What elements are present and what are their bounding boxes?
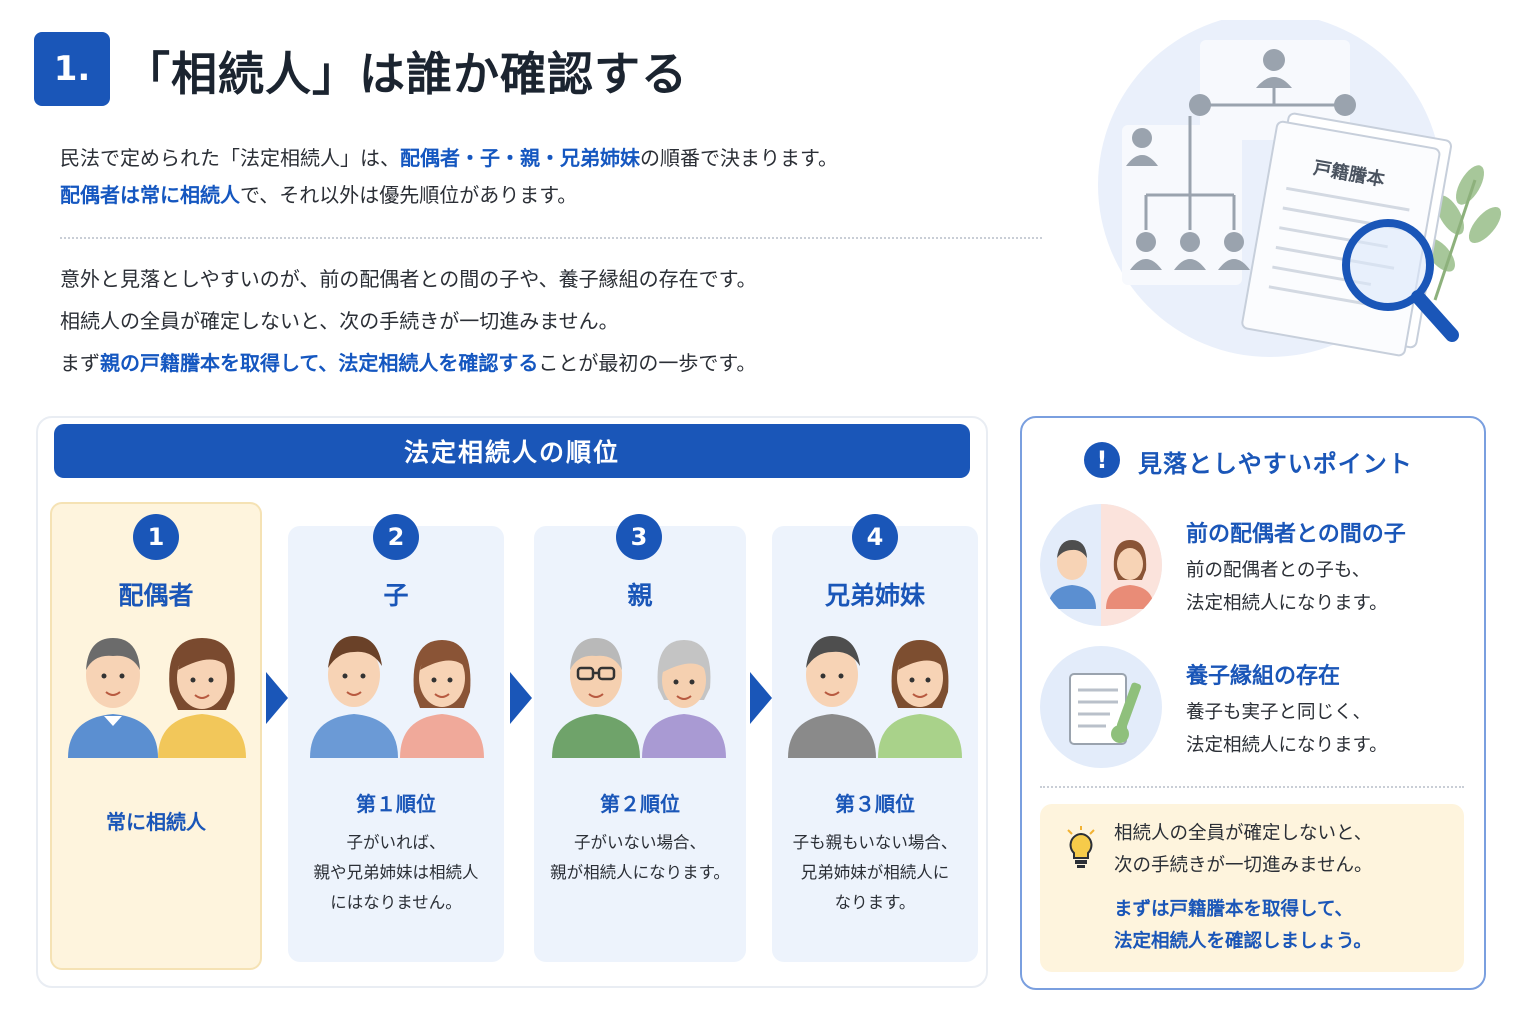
dotted-divider bbox=[60, 237, 1042, 239]
rank-sub-child: 第１順位 bbox=[356, 792, 436, 816]
couple-illustration-icon bbox=[68, 638, 246, 758]
tip-line3: まずは戸籍謄本を取得して、 bbox=[1114, 899, 1354, 920]
point-heading-adoption: 養子縁組の存在 bbox=[1186, 664, 1341, 689]
rank-sub-siblings: 第３順位 bbox=[835, 792, 915, 816]
intro-line1-highlight: 配偶者・子・親・兄弟姉妹 bbox=[400, 146, 640, 170]
rank-desc-child: 子がいれば、親や兄弟姉妹は相続人にはなりません。 bbox=[313, 833, 479, 912]
point-desc-adoption: 養子も実子と同じく、法定相続人になります。 bbox=[1186, 702, 1388, 756]
parents-illustration-icon bbox=[552, 638, 726, 758]
tip-box bbox=[1040, 804, 1464, 972]
body-line3-b: ことが最初の一歩です。 bbox=[538, 351, 757, 375]
arrow-right-icon bbox=[266, 672, 288, 724]
tip-line1: 相続人の全員が確定しないと、 bbox=[1114, 823, 1373, 844]
family-tree-document-magnifier-icon: 戸籍謄本 bbox=[1098, 20, 1502, 357]
section-number-badge: 1. bbox=[34, 32, 110, 106]
previous-spouse-child-icon bbox=[1040, 504, 1162, 626]
rank-sub-spouse: 常に相続人 bbox=[106, 810, 206, 834]
body-line2: 相続人の全員が確定しないと、次の手続きが一切進みません。 bbox=[60, 309, 619, 333]
arrow-right-icon bbox=[510, 672, 532, 724]
children-illustration-icon bbox=[310, 636, 484, 758]
point-desc-previous-spouse: 前の配偶者との子も、法定相続人になります。 bbox=[1186, 560, 1388, 614]
arrow-right-icon bbox=[750, 672, 772, 724]
intro-line1-b: の順番で決まります。 bbox=[640, 146, 838, 170]
rank-number-4: 4 bbox=[852, 514, 898, 560]
adoption-document-icon bbox=[1040, 646, 1162, 768]
intro-line2-highlight: 配偶者は常に相続人 bbox=[60, 183, 240, 207]
ranking-title: 法定相続人の順位 bbox=[54, 424, 970, 478]
body-line3-highlight: 親の戸籍謄本を取得して、法定相続人を確認する bbox=[100, 351, 539, 375]
point-heading-previous-spouse: 前の配偶者との間の子 bbox=[1186, 522, 1406, 547]
rank-number-1: 1 bbox=[133, 514, 179, 560]
rank-title-child: 子 bbox=[383, 581, 409, 610]
exclamation-icon: ! bbox=[1084, 442, 1120, 478]
dotted-divider bbox=[1040, 786, 1464, 788]
rank-desc-siblings: 子も親もいない場合、兄弟姉妹が相続人になります。 bbox=[792, 833, 958, 912]
tip-text: 相続人の全員が確定しないと、 次の手続きが一切進みません。 まずは戸籍謄本を取得… bbox=[1114, 818, 1372, 958]
lightbulb-icon bbox=[1067, 826, 1095, 868]
rank-title-parent: 親 bbox=[627, 581, 653, 610]
rank-desc-parent: 子がいない場合、親が相続人になります。 bbox=[550, 833, 730, 882]
page-title: 「相続人」は誰か確認する bbox=[124, 47, 688, 101]
intro-line2-b: で、それ以外は優先順位があります。 bbox=[240, 183, 578, 207]
tip-line2: 次の手続きが一切進みません。 bbox=[1114, 855, 1373, 876]
body-text: 意外と見落としやすいのが、前の配偶者との間の子や、養子縁組の存在です。 相続人の… bbox=[60, 258, 1050, 384]
intro-line1-a: 民法で定められた「法定相続人」は、 bbox=[60, 146, 400, 170]
rank-title-siblings: 兄弟姉妹 bbox=[824, 581, 925, 610]
tip-line4: 法定相続人を確認しましょう。 bbox=[1114, 931, 1372, 952]
rank-number-3: 3 bbox=[616, 514, 662, 560]
body-line1: 意外と見落としやすいのが、前の配偶者との間の子や、養子縁組の存在です。 bbox=[60, 267, 757, 291]
rank-title-spouse: 配偶者 bbox=[118, 581, 194, 610]
intro-text: 民法で定められた「法定相続人」は、配偶者・子・親・兄弟姉妹の順番で決まります。 … bbox=[60, 140, 1050, 214]
siblings-illustration-icon bbox=[788, 636, 962, 758]
rank-number-2: 2 bbox=[373, 514, 419, 560]
rank-sub-parent: 第２順位 bbox=[600, 792, 680, 816]
body-line3-a: まず bbox=[60, 351, 100, 375]
points-title: 見落としやすいポイント bbox=[1138, 450, 1413, 478]
